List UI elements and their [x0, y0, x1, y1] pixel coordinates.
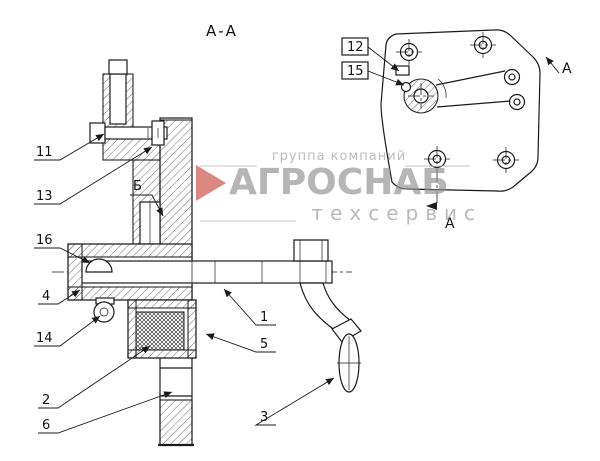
callout-6: 6: [42, 418, 51, 433]
callout-4: 4: [42, 289, 51, 304]
section-arrow-a-top-label: А: [562, 61, 572, 77]
section-arrow-a-bottom-label: А: [445, 216, 455, 232]
callout-15: 15: [347, 64, 364, 79]
callout-12: 12: [347, 40, 364, 55]
callout-13: 13: [36, 189, 53, 204]
callout-16: 16: [36, 233, 53, 248]
callout-2: 2: [42, 393, 51, 408]
detail-b-label: Б: [133, 179, 142, 194]
callout-5: 5: [260, 337, 269, 352]
callout-3: 3: [260, 410, 269, 425]
callout-11: 11: [36, 145, 53, 160]
callout-1: 1: [260, 310, 269, 325]
section-view-label: А-А: [206, 22, 238, 40]
callout-14: 14: [36, 331, 53, 346]
